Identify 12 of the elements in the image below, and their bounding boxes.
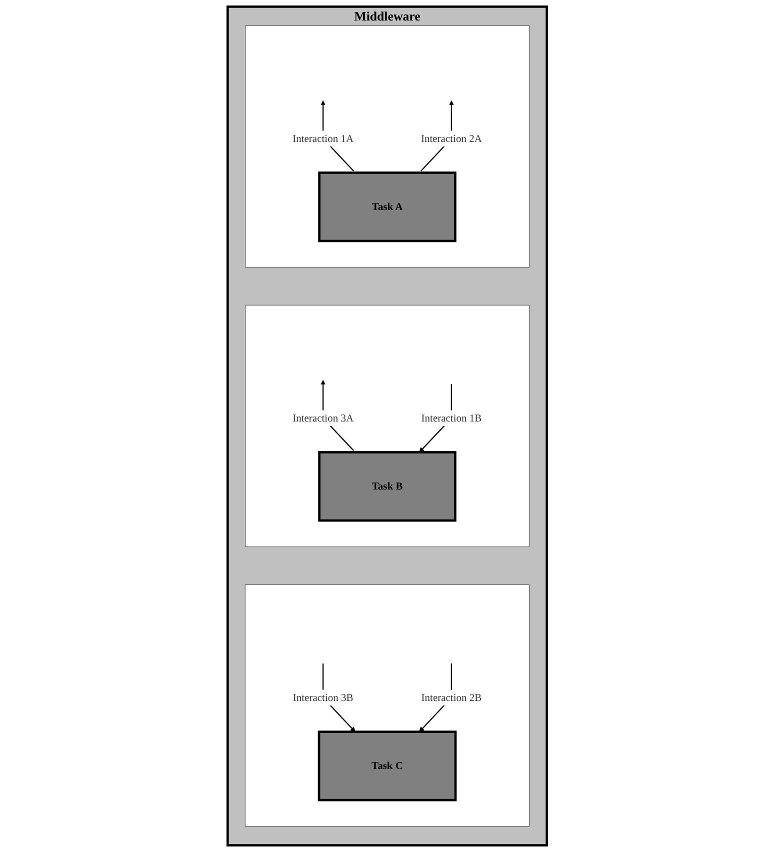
node-box: Task B (318, 451, 456, 522)
edge-label: Interaction 3B (292, 692, 353, 704)
edge-label: Interaction 1A (292, 132, 354, 144)
edge-label: Interaction 2A (420, 132, 482, 144)
node-box: Task A (318, 172, 456, 242)
cluster (244, 25, 530, 268)
edge-label: Interaction 1B (421, 412, 482, 424)
edge-label: Interaction 2B (421, 692, 482, 704)
node-box: Task C (318, 730, 456, 802)
cluster (244, 584, 530, 827)
edge-label: Interaction 3A (292, 412, 354, 424)
cluster (244, 304, 530, 548)
